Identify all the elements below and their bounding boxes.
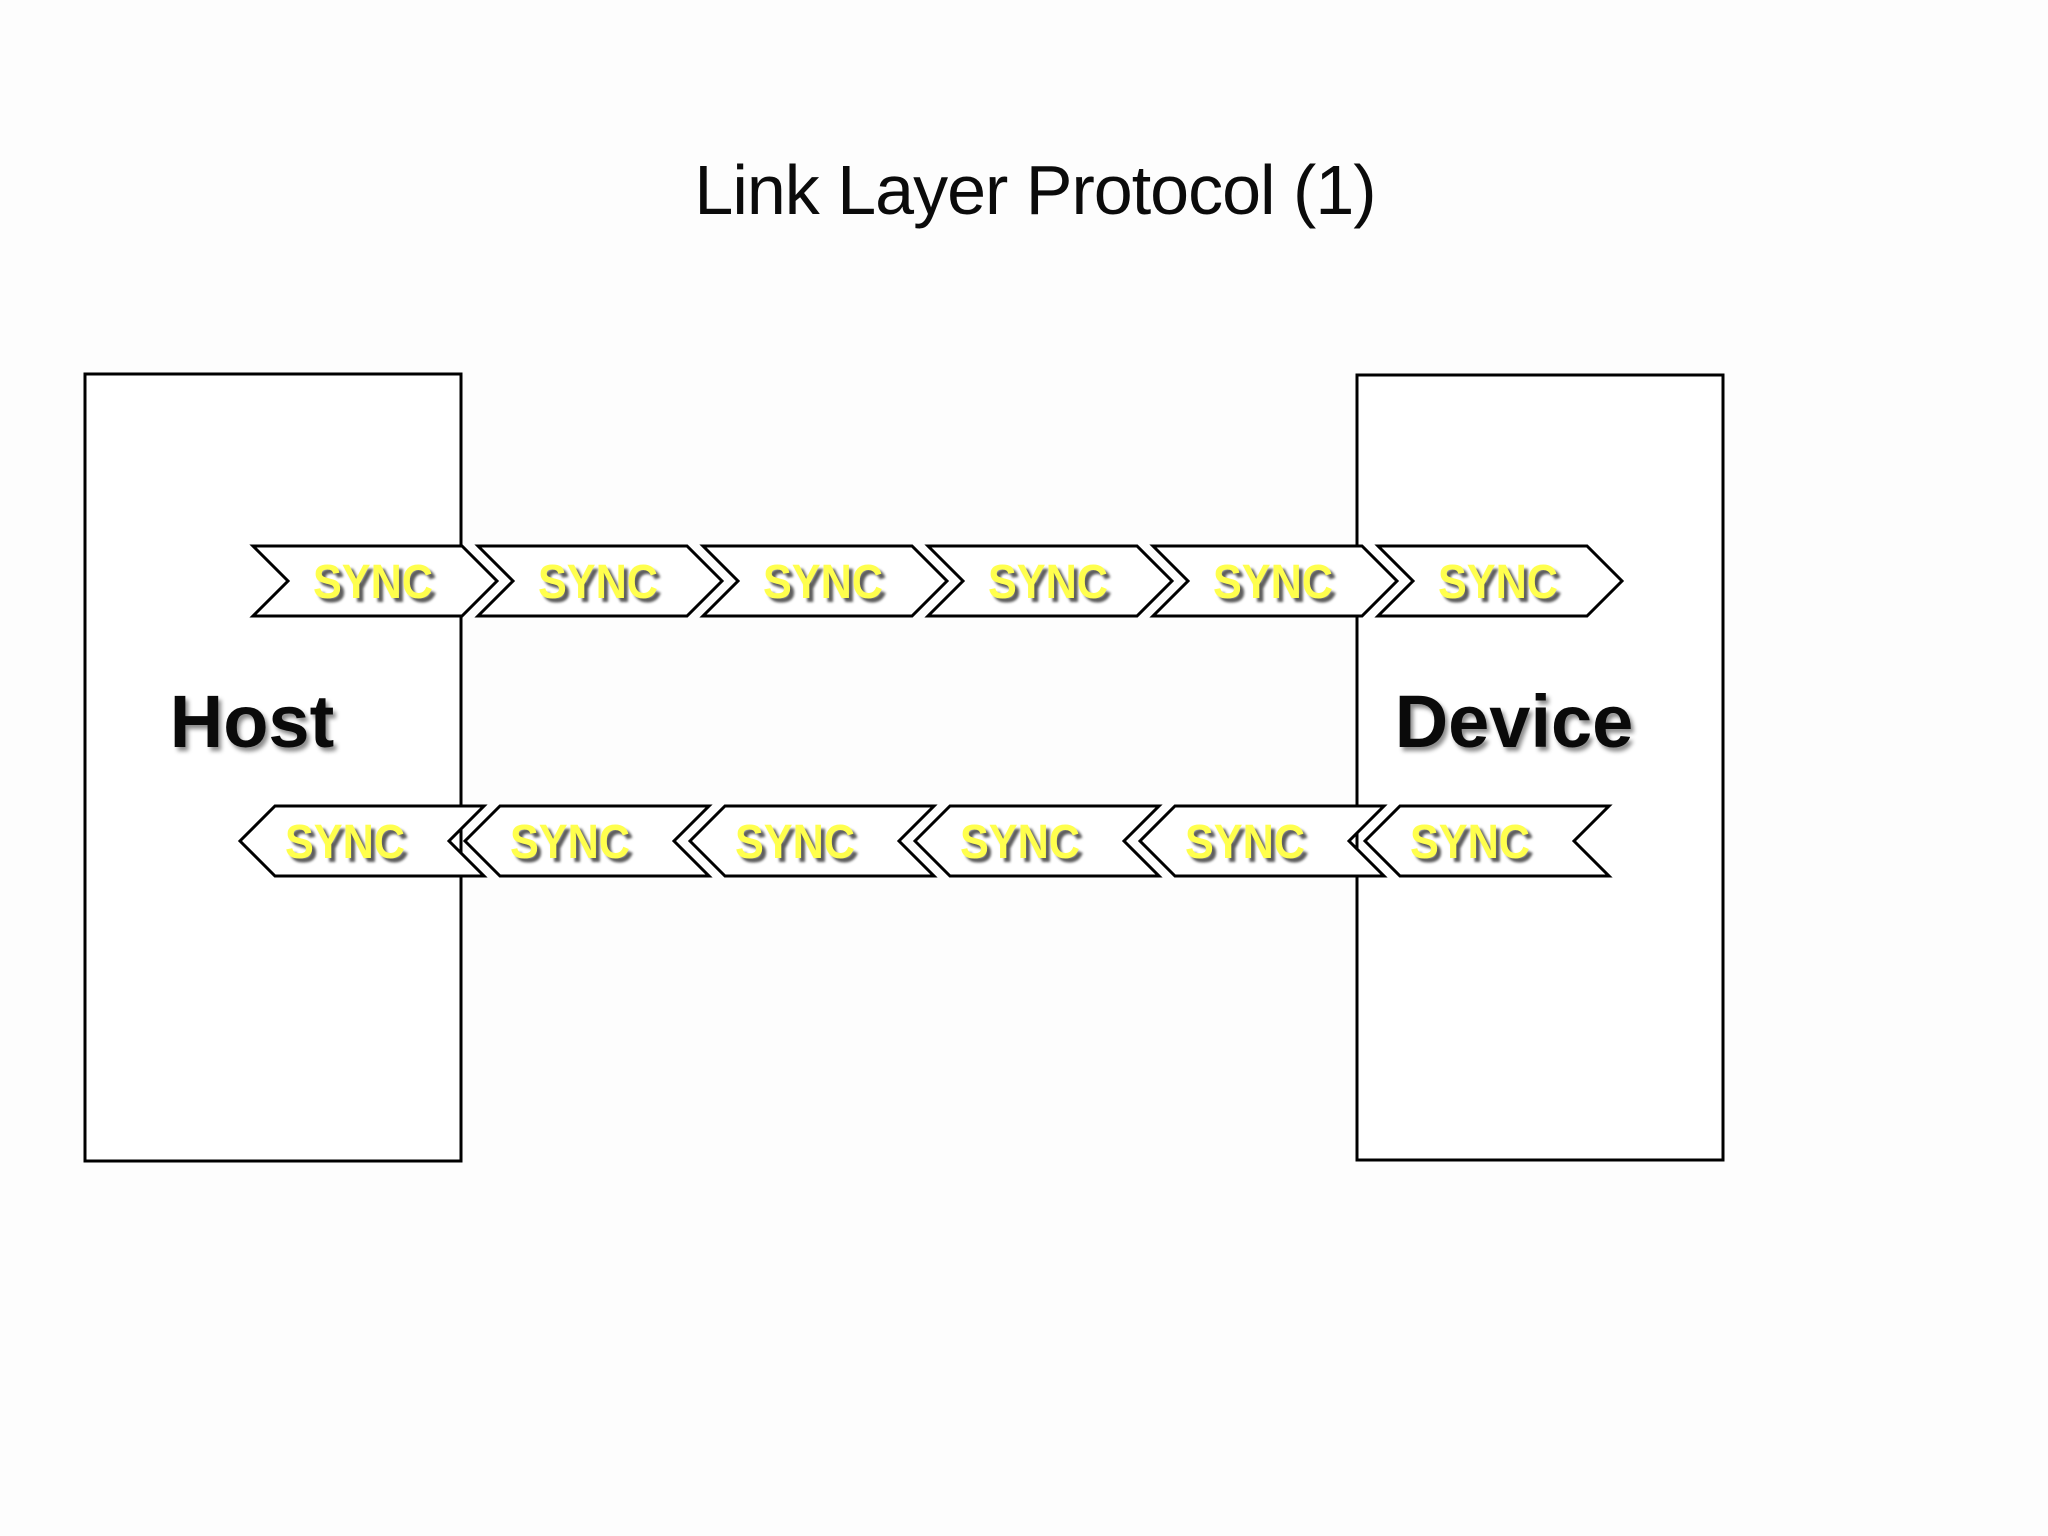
sync-packet-htd-4 bbox=[924, 544, 1175, 618]
device-label: Device bbox=[1394, 680, 1634, 763]
sync-label: SYNC bbox=[960, 816, 1080, 869]
sync-label-shadow: SYNC bbox=[964, 820, 1084, 873]
sync-packet-htd-5 bbox=[1149, 544, 1400, 618]
sync-packet-htd-2 bbox=[474, 544, 725, 618]
sync-packet-dth-2 bbox=[462, 804, 713, 878]
sync-packet-dth-1 bbox=[237, 804, 488, 878]
sync-label: SYNC bbox=[1438, 556, 1558, 609]
sync-label-shadow: SYNC bbox=[1442, 560, 1562, 613]
sync-label-shadow: SYNC bbox=[1414, 820, 1534, 873]
sync-packet-htd-3 bbox=[699, 544, 950, 618]
sync-label: SYNC bbox=[510, 816, 630, 869]
sync-label-shadow: SYNC bbox=[992, 560, 1112, 613]
sync-label-shadow: SYNC bbox=[1217, 560, 1337, 613]
sync-label-shadow: SYNC bbox=[514, 820, 634, 873]
host-label: Host bbox=[169, 680, 335, 763]
sync-packet-htd-6 bbox=[1374, 544, 1625, 618]
sync-label: SYNC bbox=[1185, 816, 1305, 869]
host-box bbox=[83, 372, 463, 1163]
sync-label-shadow: SYNC bbox=[289, 820, 409, 873]
slide-title: Link Layer Protocol (1) bbox=[694, 151, 1376, 229]
sync-label: SYNC bbox=[1410, 816, 1530, 869]
sync-label-shadow: SYNC bbox=[1189, 820, 1309, 873]
device-box bbox=[1355, 373, 1725, 1162]
sync-packet-dth-3 bbox=[687, 804, 938, 878]
sync-label: SYNC bbox=[988, 556, 1108, 609]
sync-label: SYNC bbox=[763, 556, 883, 609]
sync-packet-htd-1 bbox=[249, 544, 500, 618]
sync-label: SYNC bbox=[313, 556, 433, 609]
sync-packet-dth-6 bbox=[1362, 804, 1613, 878]
sync-label: SYNC bbox=[538, 556, 658, 609]
sync-packet-dth-5 bbox=[1137, 804, 1388, 878]
sync-label-shadow: SYNC bbox=[542, 560, 662, 613]
sync-label-shadow: SYNC bbox=[767, 560, 887, 613]
sync-label-shadow: SYNC bbox=[739, 820, 859, 873]
sync-packet-dth-4 bbox=[912, 804, 1163, 878]
sync-label: SYNC bbox=[735, 816, 855, 869]
sync-label: SYNC bbox=[285, 816, 405, 869]
sync-label: SYNC bbox=[1213, 556, 1333, 609]
sync-label-shadow: SYNC bbox=[317, 560, 437, 613]
